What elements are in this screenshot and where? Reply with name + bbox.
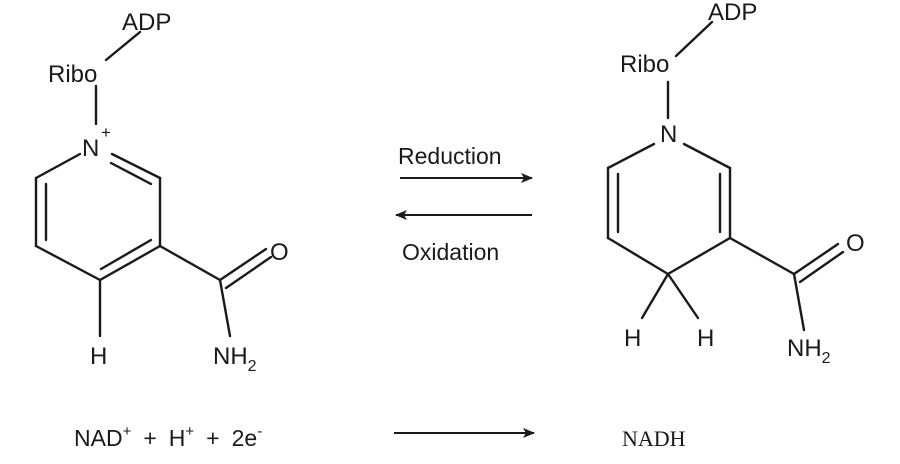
ring-bond-c3-c4: [98, 244, 162, 282]
nad-oxygen-label: O: [270, 239, 289, 266]
equation-electrons: 2e: [232, 425, 258, 451]
nadh-nitrogen-label: N: [660, 121, 677, 148]
nadh-hydrogen-left-label: H: [624, 325, 641, 352]
nadh-ribo-label: Ribo: [620, 51, 669, 78]
equation-nad: NAD: [74, 425, 123, 451]
ring-bond-c4-c5: [606, 236, 670, 276]
carbonyl-double-bond-b: [798, 250, 845, 284]
oxidation-label: Oxidation: [402, 239, 499, 265]
nadh-adp-label: ADP: [708, 0, 757, 26]
nad-nitrogen-label: N: [82, 135, 99, 162]
nadh-structure: ADP Ribo N O H H NH2: [606, 0, 865, 367]
nad-ribo-label: Ribo: [48, 61, 97, 88]
nad-positive-charge: +: [101, 123, 111, 142]
ring-bond-c3-c4: [666, 236, 732, 276]
ring-bond-c4-c5: [34, 244, 102, 282]
carbonyl-double-bond-b: [224, 255, 273, 290]
equation-plus-1: +: [143, 425, 156, 451]
nad-amide-label: NH2: [213, 343, 257, 375]
carbonyl-double-bond-a: [792, 242, 840, 276]
carbonyl-double-bond-a: [218, 247, 268, 282]
nad-amide-nh: NH: [213, 343, 248, 370]
overall-equation: NAD++H++2e- NADH: [74, 423, 686, 451]
equation-electrons-charge: -: [257, 423, 262, 440]
nadh-amide-nh: NH: [787, 335, 822, 362]
c3-carbonyl-bond: [158, 244, 222, 282]
ribo-adp-bond: [104, 30, 142, 62]
nad-bonds: [34, 30, 273, 338]
nadh-bonds: [606, 20, 845, 332]
carbonyl-n-bond: [792, 272, 806, 332]
equilibrium-arrows: Reduction Oxidation: [395, 143, 533, 265]
nad-amide-subscript: 2: [248, 358, 257, 375]
carbonyl-n-bond: [218, 278, 232, 338]
nadh-amide-label: NH2: [787, 335, 831, 367]
c4-h-right-bond: [666, 272, 700, 320]
nadh-oxygen-label: O: [846, 230, 865, 257]
nadh-hydrogen-right-label: H: [697, 325, 714, 352]
ring-bond-n-c2-inner: [109, 161, 153, 186]
c4-h-left-bond: [640, 272, 670, 320]
ring-bond-n-c2: [110, 152, 162, 180]
equation-nad-charge: +: [123, 423, 132, 440]
nad-adp-label: ADP: [122, 9, 171, 36]
ring-bond-c3-c4-inner: [99, 238, 153, 271]
ring-bond-c6-n: [606, 142, 656, 170]
ring-bond-n-c2: [682, 142, 732, 170]
nad-plus-structure: ADP Ribo N + O H NH2: [34, 9, 289, 375]
nad-hydrogen-label: H: [90, 343, 107, 370]
ribo-adp-bond: [674, 20, 714, 58]
equation-reactants: NAD++H++2e-: [74, 423, 262, 451]
reduction-label: Reduction: [398, 143, 502, 169]
equation-product: NADH: [622, 426, 686, 451]
nadh-amide-subscript: 2: [822, 350, 831, 367]
equation-plus-2: +: [206, 425, 219, 451]
equation-proton-charge: +: [185, 423, 194, 440]
ring-bond-c6-n: [34, 152, 82, 180]
c3-carbonyl-bond: [728, 236, 796, 276]
equation-proton: H: [169, 425, 186, 451]
